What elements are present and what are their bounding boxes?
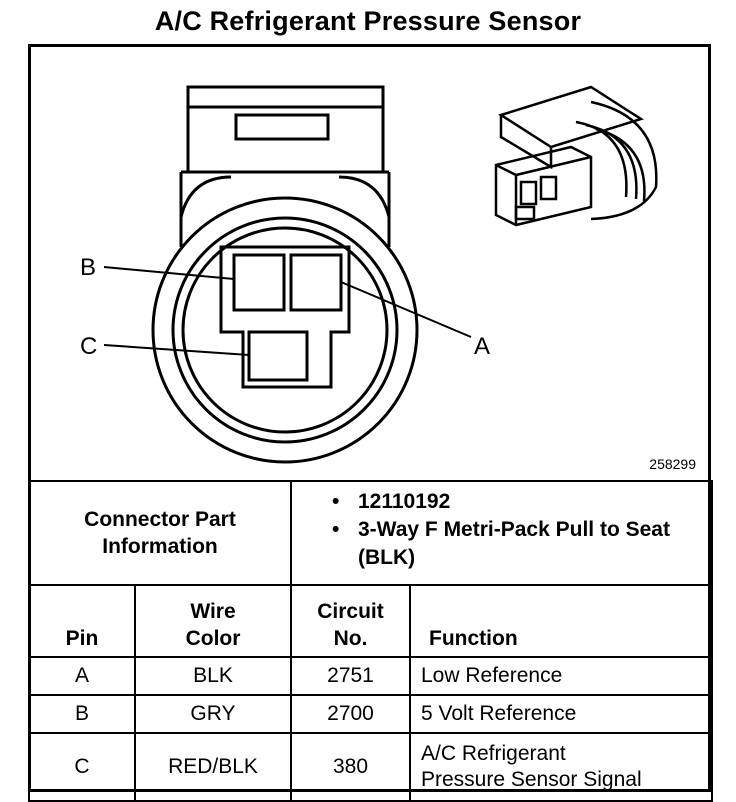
function-cell: Low Reference [408,656,714,696]
col-header-function: Function [408,584,714,658]
latch-window [234,113,330,141]
function-cell: A/C Refrigerant Pressure Sensor Signal [408,732,714,802]
col-header-wire: Wire Color [134,584,292,658]
wire-cell: RED/BLK [134,732,292,802]
middle-ring [171,216,399,444]
connector-info-row: Connector Part Information 12110192 3-Wa… [28,480,714,586]
table-row: C RED/BLK 380 A/C Refrigerant Pressure S… [28,732,714,802]
latch-body [186,85,385,174]
wire-cell: GRY [134,694,292,734]
connector-info-table: Connector Part Information 12110192 3-Wa… [28,480,714,802]
socket-c [247,330,309,382]
function-line: Pressure Sensor Signal [421,768,642,791]
outer-ring [151,196,419,464]
pin-cell: B [28,694,136,734]
connector-label: Information [102,535,218,558]
callout-c: C [80,333,98,360]
col-header-wire-line: Color [185,627,241,650]
connector-label-cell: Connector Part Information [28,480,292,586]
circuit-cell: 380 [290,732,411,802]
page-title: A/C Refrigerant Pressure Sensor [154,6,582,36]
cavity-outline [219,245,351,389]
leader-b [103,266,235,280]
function-cell: 5 Volt Reference [408,694,714,734]
list-item: 3-Way F Metri-Pack Pull to Seat (BLK) [332,516,711,572]
connector-face-diagram [103,85,658,464]
callout-b: B [80,254,97,281]
col-header-circuit-line: Circuit [317,600,384,623]
collar-step [179,175,391,218]
col-header-pin: Pin [28,584,136,658]
pin-cell: A [28,656,136,696]
table-row: A BLK 2751 Low Reference [28,656,714,696]
function-line: A/C Refrigerant [421,742,566,765]
leader-a [340,281,472,338]
leader-c [103,344,250,356]
col-header-wire-line: Wire [190,600,236,623]
inner-ring [181,226,389,434]
col-header-circuit-line: No. [333,627,368,650]
wire-cell: BLK [134,656,292,696]
connector-isometric-sketch [494,85,658,227]
figure-id: 258299 [649,456,696,472]
connector-details-cell: 12110192 3-Way F Metri-Pack Pull to Seat… [289,480,714,586]
connector-details-list: 12110192 3-Way F Metri-Pack Pull to Seat… [332,488,711,572]
col-header-circuit: Circuit No. [290,584,411,658]
collar-outline [179,170,391,247]
pin-cell: C [28,732,136,802]
table-row: B GRY 2700 5 Volt Reference [28,694,714,734]
socket-a [289,253,343,312]
circuit-cell: 2700 [290,694,411,734]
column-header-row: Pin Wire Color Circuit No. Function [28,584,714,658]
connector-label: Connector Part [84,508,236,531]
socket-b [232,253,286,312]
list-item: 12110192 [332,488,711,516]
callout-a: A [474,333,491,360]
circuit-cell: 2751 [290,656,411,696]
